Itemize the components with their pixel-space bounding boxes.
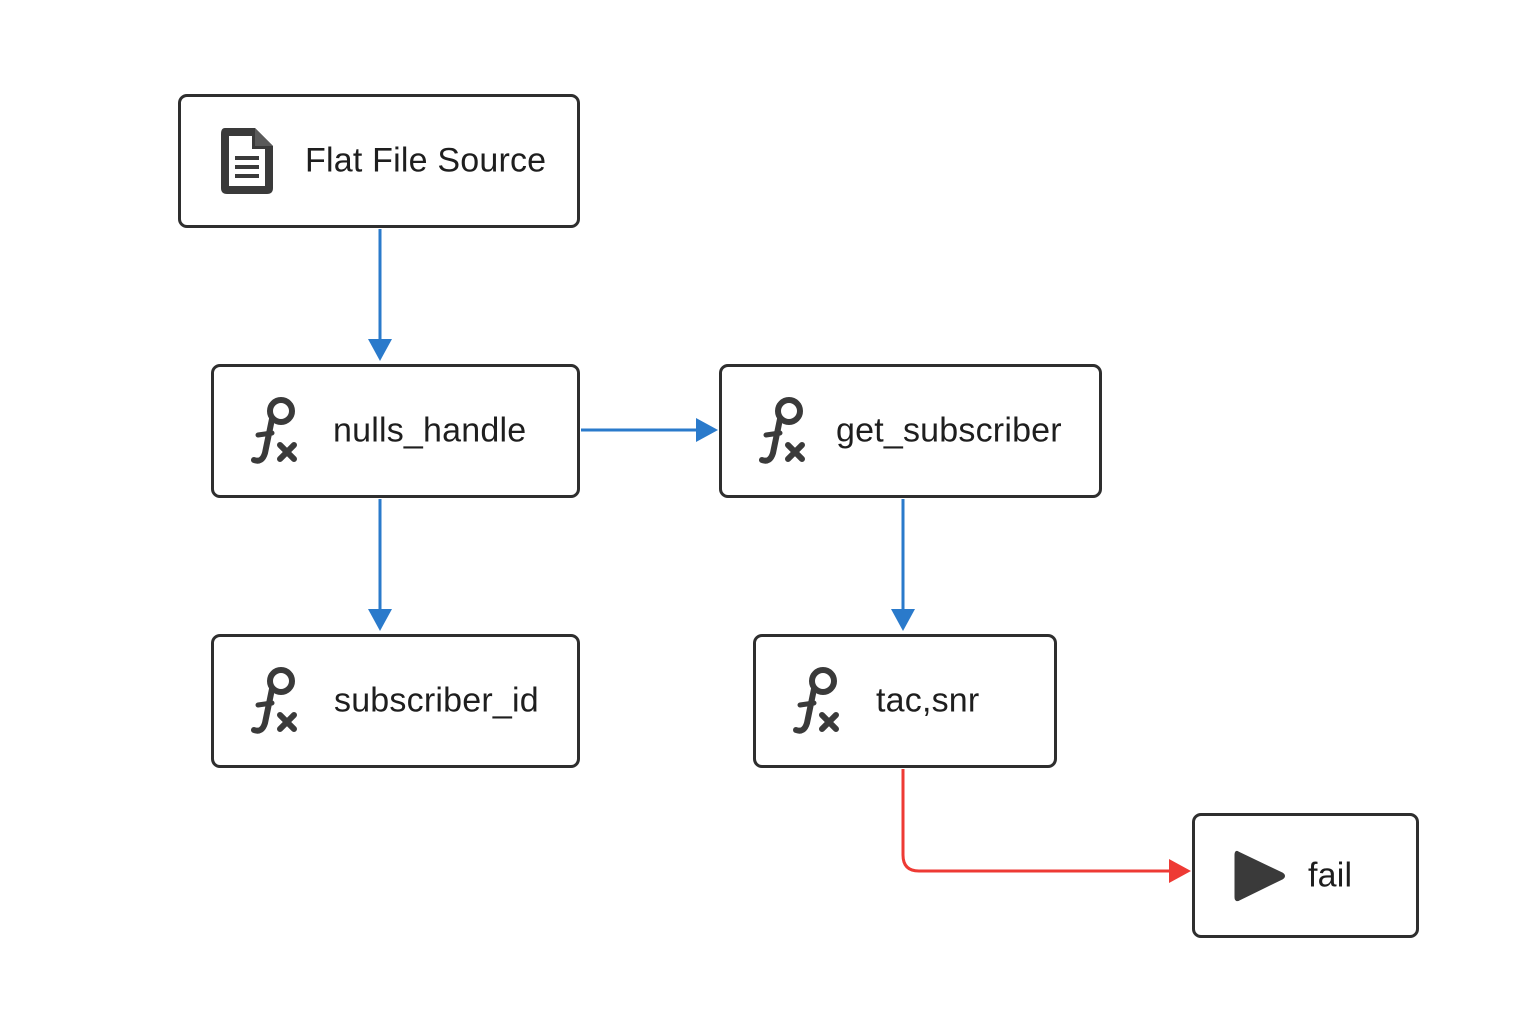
function-icon <box>251 397 297 464</box>
play-icon <box>1234 850 1285 901</box>
node-label: subscriber_id <box>334 681 539 720</box>
edge-tac-snr-to-fail <box>901 769 1191 883</box>
edge-flat-file-source-to-nulls-handle <box>368 229 392 361</box>
function-icon <box>759 397 805 464</box>
node-label: tac,snr <box>876 681 980 720</box>
node-fail[interactable]: fail <box>1192 813 1419 938</box>
node-subscriber-id[interactable]: subscriber_id <box>211 634 580 768</box>
node-flat-file-source[interactable]: Flat File Source <box>178 94 580 228</box>
edge-nulls-handle-to-get-subscriber <box>581 418 718 442</box>
edge-get-subscriber-to-tac-snr <box>891 499 915 631</box>
node-label: nulls_handle <box>333 411 527 450</box>
node-label: get_subscriber <box>836 411 1062 450</box>
edge-nulls-handle-to-subscriber-id <box>368 499 392 631</box>
function-icon <box>251 667 297 734</box>
node-label: Flat File Source <box>305 141 547 180</box>
node-get-subscriber[interactable]: get_subscriber <box>719 364 1102 498</box>
function-icon <box>793 667 839 734</box>
node-tac-snr[interactable]: tac,snr <box>753 634 1057 768</box>
document-icon <box>221 128 273 194</box>
node-nulls-handle[interactable]: nulls_handle <box>211 364 580 498</box>
node-label: fail <box>1308 856 1353 894</box>
